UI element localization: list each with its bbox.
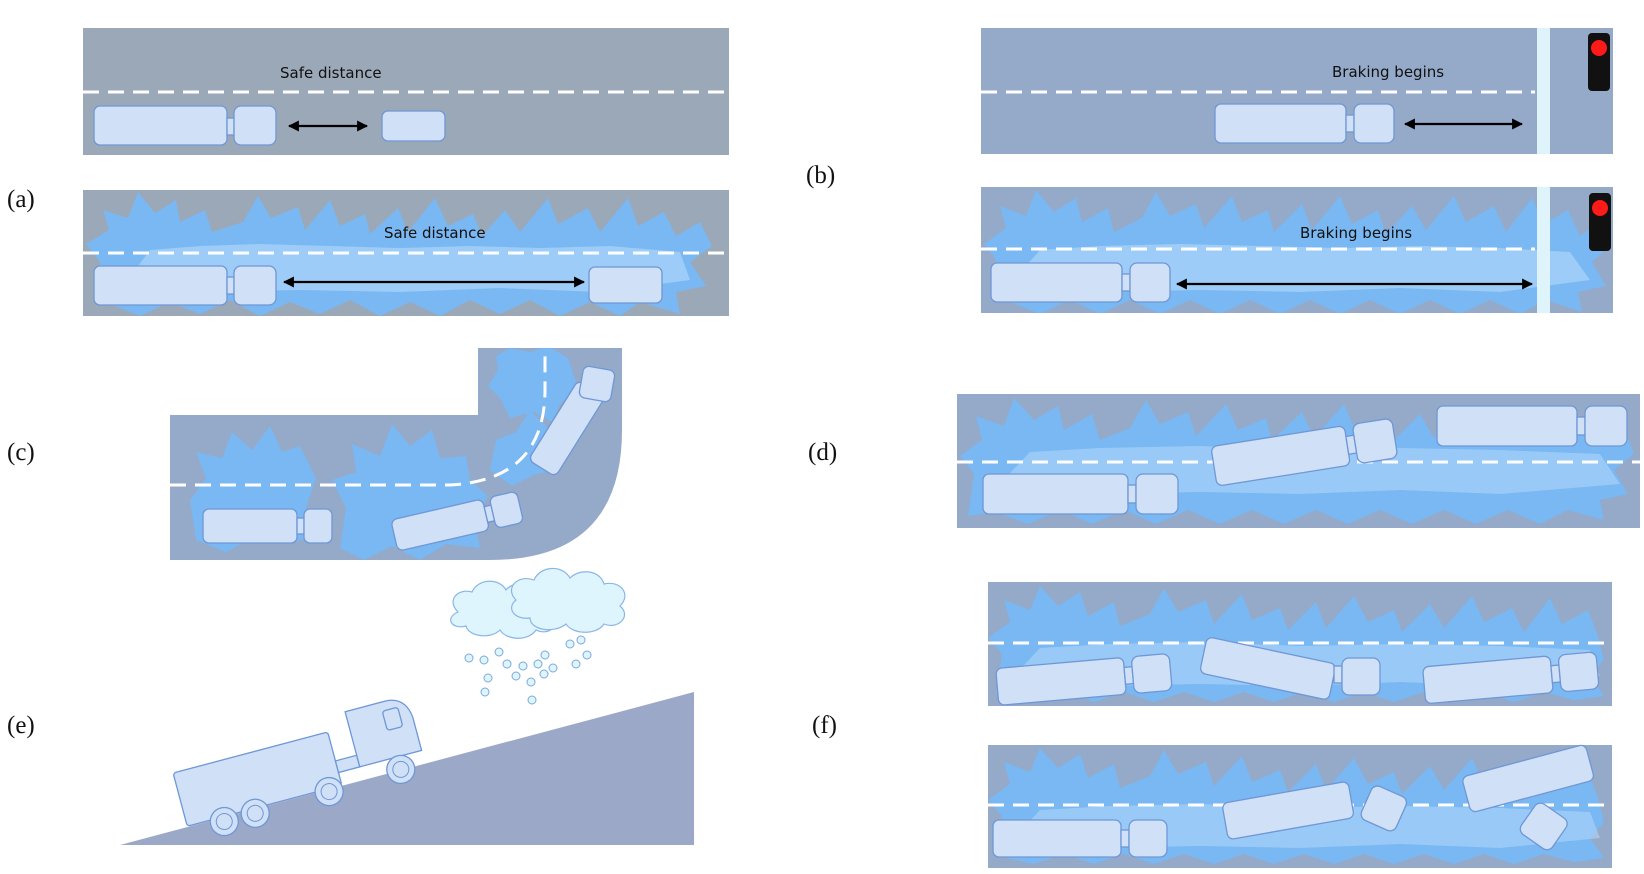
road-wet: Braking begins bbox=[981, 187, 1613, 313]
truck-icon bbox=[995, 653, 1173, 706]
truck-icon bbox=[982, 473, 1179, 515]
truck-icon bbox=[990, 262, 1171, 303]
traffic-light-icon bbox=[1589, 193, 1611, 251]
road-wet bbox=[988, 744, 1612, 868]
panel-label-e: (e) bbox=[7, 712, 35, 739]
panel-f: (f) bbox=[812, 582, 1612, 868]
truck-icon bbox=[173, 699, 423, 837]
road-dry: Safe distance bbox=[83, 28, 729, 155]
panel-b: (b) Braking begins bbox=[806, 28, 1613, 313]
truck-icon bbox=[1199, 637, 1381, 700]
truck-icon bbox=[202, 508, 333, 544]
panel-label-f: (f) bbox=[812, 712, 837, 739]
panel-c: (c) bbox=[7, 348, 622, 560]
vehicle-ahead bbox=[381, 110, 446, 142]
truck-icon bbox=[391, 491, 524, 551]
truck-icon bbox=[992, 819, 1168, 858]
truck-icon bbox=[93, 265, 277, 306]
stop-line bbox=[1537, 187, 1550, 313]
truck-icon bbox=[1214, 103, 1395, 144]
panel-d: (d) bbox=[808, 394, 1640, 528]
panel-label-b: (b) bbox=[806, 162, 835, 189]
road-wet: Safe distance bbox=[83, 190, 729, 316]
traffic-light-icon bbox=[1588, 33, 1610, 91]
panel-a: (a) Safe distance Safe distance bbox=[7, 28, 729, 316]
lane-marking bbox=[170, 350, 547, 487]
truck-icon bbox=[1211, 418, 1398, 487]
safe-distance-label: Safe distance bbox=[280, 64, 382, 82]
panel-label-c: (c) bbox=[7, 439, 35, 466]
truck-icon bbox=[1222, 781, 1408, 840]
truck-icon bbox=[93, 105, 277, 146]
braking-begins-label: Braking begins bbox=[1300, 224, 1412, 242]
panel-e: (e) bbox=[7, 567, 694, 845]
braking-begins-label: Braking begins bbox=[1332, 63, 1444, 81]
truck-icon bbox=[1436, 405, 1628, 447]
snowflake-icon bbox=[464, 635, 592, 705]
safe-distance-label: Safe distance bbox=[384, 224, 486, 242]
truck-icon bbox=[529, 365, 616, 476]
vehicle-ahead bbox=[588, 266, 663, 304]
panel-label-a: (a) bbox=[7, 186, 35, 213]
stop-line bbox=[1537, 28, 1550, 154]
panel-label-d: (d) bbox=[808, 439, 837, 466]
road-wet bbox=[988, 582, 1612, 706]
truck-icon bbox=[1422, 651, 1600, 704]
cloud-icon bbox=[450, 567, 626, 639]
road-dry: Braking begins bbox=[981, 28, 1613, 154]
truck-icon bbox=[1462, 744, 1595, 851]
